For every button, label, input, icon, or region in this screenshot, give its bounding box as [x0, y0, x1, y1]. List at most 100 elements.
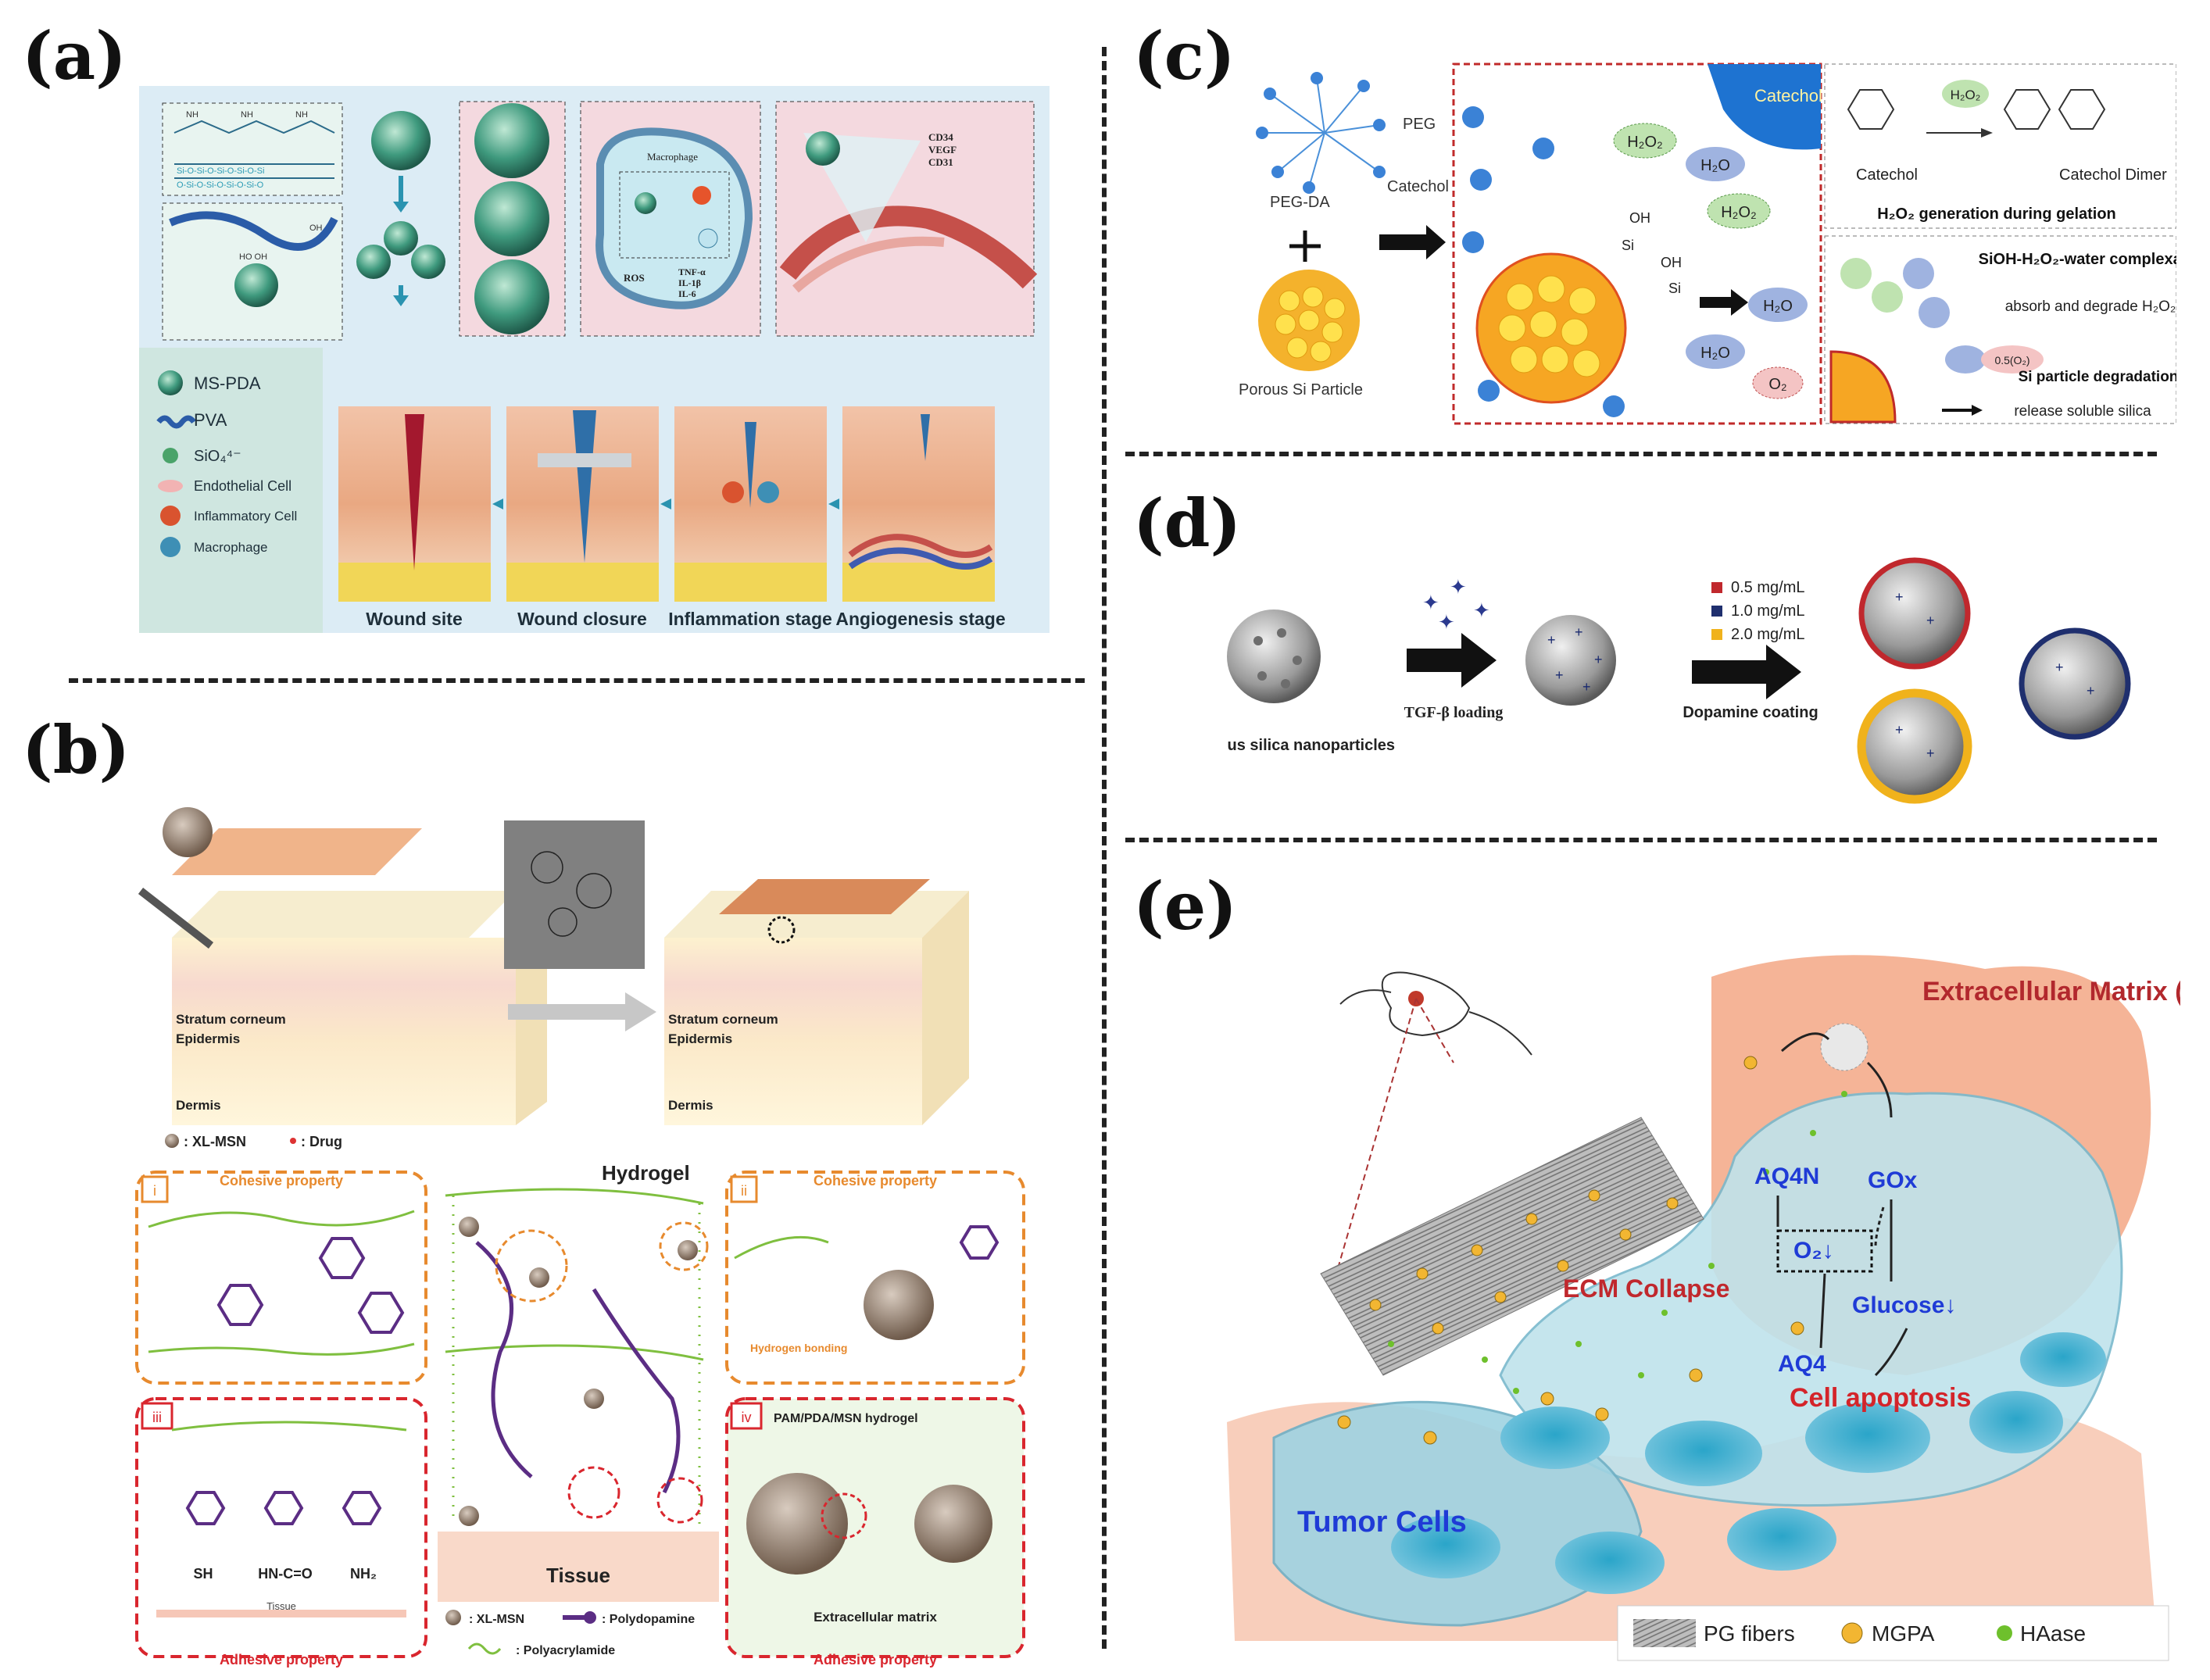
svg-text:+: +	[2087, 683, 2095, 699]
marker-3: CD31	[928, 156, 953, 168]
ecm-label-b: Extracellular matrix	[814, 1610, 937, 1625]
divider-d-e	[1125, 838, 2157, 842]
legend-a-1: PVA	[194, 410, 227, 430]
conc-swatch-1	[1711, 606, 1722, 617]
catechol-block-label: Catechol	[1754, 86, 1822, 105]
svg-text:Si-O-Si-O-Si-O-Si-O-Si: Si-O-Si-O-Si-O-Si-O-Si	[177, 166, 264, 176]
layer-epidermis-right: Epidermis	[668, 1031, 732, 1046]
layer-stratum-right: Stratum corneum	[668, 1012, 778, 1027]
svg-text:HO OH: HO OH	[239, 252, 267, 262]
layer-dermis-right: Dermis	[668, 1098, 713, 1113]
panel-label-c: (c)	[1133, 17, 1236, 95]
svg-text:✦: ✦	[1422, 591, 1439, 614]
roman-iv: iv	[742, 1410, 752, 1425]
roman-ii: ii	[741, 1183, 747, 1199]
o2-label: O₂↓	[1793, 1238, 1834, 1264]
layer-dermis-left: Dermis	[176, 1098, 221, 1113]
panel-c-figure: PEG Catechol PEG-DA Porous Si Particle C…	[1239, 63, 2176, 425]
h2o2-bubble-2: H₂O₂	[1721, 204, 1757, 221]
degradation-label: Si particle degradation	[2019, 369, 2176, 385]
svg-text:✦: ✦	[1438, 610, 1455, 634]
legend-a-4: Inflammatory Cell	[194, 509, 297, 524]
h2o-bubble-2: H₂O	[1763, 298, 1793, 315]
conc-label-1: 1.0 mg/mL	[1731, 602, 1804, 620]
adhesive-iv-title: Adhesive property	[814, 1652, 937, 1667]
svg-text:+: +	[1926, 745, 1935, 761]
si-label-1: Si	[1622, 238, 1634, 253]
catechol-mol-label: Catechol	[1856, 166, 1918, 184]
ecm-title-line: Extracellular Matrix (ECM)	[1922, 977, 2180, 1006]
panel-label-d: (d)	[1133, 484, 1242, 562]
tissue-small: Tissue	[266, 1600, 296, 1612]
aq4n-label: AQ4N	[1754, 1163, 1819, 1189]
svg-text:✦: ✦	[1473, 599, 1490, 622]
stage-wound-closure: Wound closure	[517, 609, 647, 629]
svg-text:+: +	[1547, 632, 1556, 648]
half-o2-label: 0.5(O₂)	[1994, 354, 2029, 366]
si-label-2: Si	[1668, 281, 1681, 296]
ecm-collapse-label: ECM Collapse	[1563, 1274, 1729, 1303]
legend-a-2: SiO₄⁴⁻	[194, 448, 241, 465]
panel-b-figure: Stratum corneum Epidermis Dermis Stratum…	[135, 807, 1025, 1667]
panel-label-a: (a)	[22, 17, 127, 95]
panel-e-figure: AQ4N GOx O₂↓ Glucose↓ AQ4 Extracellular …	[1227, 955, 2180, 1661]
legend-e-0: PG fibers	[1704, 1621, 1795, 1646]
aq4-label: AQ4	[1778, 1351, 1826, 1377]
hbond-label: Hydrogen bonding	[750, 1342, 847, 1354]
oh-label-2: OH	[1661, 255, 1682, 270]
svg-text:NH: NH	[295, 110, 308, 120]
legend-a-0: MS-PDA	[194, 374, 261, 393]
glucose-label: Glucose↓	[1852, 1292, 1956, 1318]
divider-c-d	[1125, 452, 2157, 456]
ros-label: ROS	[624, 272, 645, 284]
tgf-label: TGF-β loading	[1404, 704, 1504, 721]
o2-bubble: O₂	[1768, 376, 1786, 393]
pam-hydrogel-label: PAM/PDA/MSN hydrogel	[774, 1412, 918, 1425]
gen-title: H₂O₂ generation during gelation	[1877, 206, 2116, 223]
cohesive-ii-title: Cohesive property	[814, 1173, 937, 1189]
layer-epidermis-left: Epidermis	[176, 1031, 240, 1046]
stage-angiogenesis: Angiogenesis stage	[835, 609, 1005, 629]
tissue-label: Tissue	[546, 1564, 610, 1587]
group-amide: HN-C=O	[258, 1566, 313, 1582]
svg-text:OH: OH	[309, 223, 323, 233]
legend-e-1: MGPA	[1872, 1621, 1935, 1646]
adhesive-iii-title: Adhesive property	[220, 1652, 343, 1667]
conc-label-2: 2.0 mg/mL	[1731, 626, 1804, 643]
legend-b2-pda: : Polydopamine	[602, 1613, 695, 1626]
legend-b2-pam: : Polyacrylamide	[516, 1644, 615, 1657]
svg-text:+: +	[1582, 679, 1591, 695]
coated-np-yellow	[1857, 688, 1972, 804]
oh-label-1: OH	[1629, 210, 1650, 226]
stage-inflammation: Inflammation stage	[668, 609, 832, 629]
h2o-bubble-3: H₂O	[1700, 345, 1730, 362]
group-nh2: NH₂	[350, 1566, 377, 1582]
roman-iii: iii	[152, 1410, 162, 1425]
silica-np-1	[1227, 609, 1321, 703]
cytokine-3: IL-6	[678, 288, 696, 299]
legend-e-2: HAase	[2020, 1621, 2086, 1646]
svg-text:+: +	[1575, 624, 1583, 640]
panel-a-figure: Si-O-Si-O-Si-O-Si-O-SiO-Si-O-Si-O-Si-O-S…	[139, 86, 1050, 633]
legend-a-5: Macrophage	[194, 540, 268, 555]
stage-wound-site: Wound site	[366, 609, 463, 629]
ms-pda-particle	[371, 111, 431, 170]
panel-label-b: (b)	[22, 711, 131, 788]
hydrogel-label: Hydrogel	[602, 1161, 690, 1185]
skin-blocks	[338, 406, 995, 602]
conc-label-0: 0.5 mg/mL	[1731, 579, 1804, 596]
legend-b2-xlmsn: : XL-MSN	[469, 1613, 524, 1626]
roman-i: i	[153, 1183, 156, 1199]
svg-text:✦: ✦	[1450, 575, 1467, 599]
legend-b-xlmsn: : XL-MSN	[184, 1134, 246, 1149]
h2o2-small: H₂O₂	[1951, 88, 1981, 102]
conc-swatch-0	[1711, 582, 1722, 593]
coated-np-red	[1858, 557, 1971, 670]
complex-title: SiOH-H₂O₂-water complexation	[1979, 251, 2176, 268]
cytokine-2: IL-1β	[678, 277, 701, 288]
msn-label: Mesoporous silica nanoparticles	[1227, 737, 1395, 754]
gox-label: GOx	[1868, 1167, 1918, 1193]
layer-stratum-left: Stratum corneum	[176, 1012, 286, 1027]
dopamine-label: Dopamine coating	[1683, 704, 1818, 721]
svg-text:NH: NH	[241, 110, 253, 120]
